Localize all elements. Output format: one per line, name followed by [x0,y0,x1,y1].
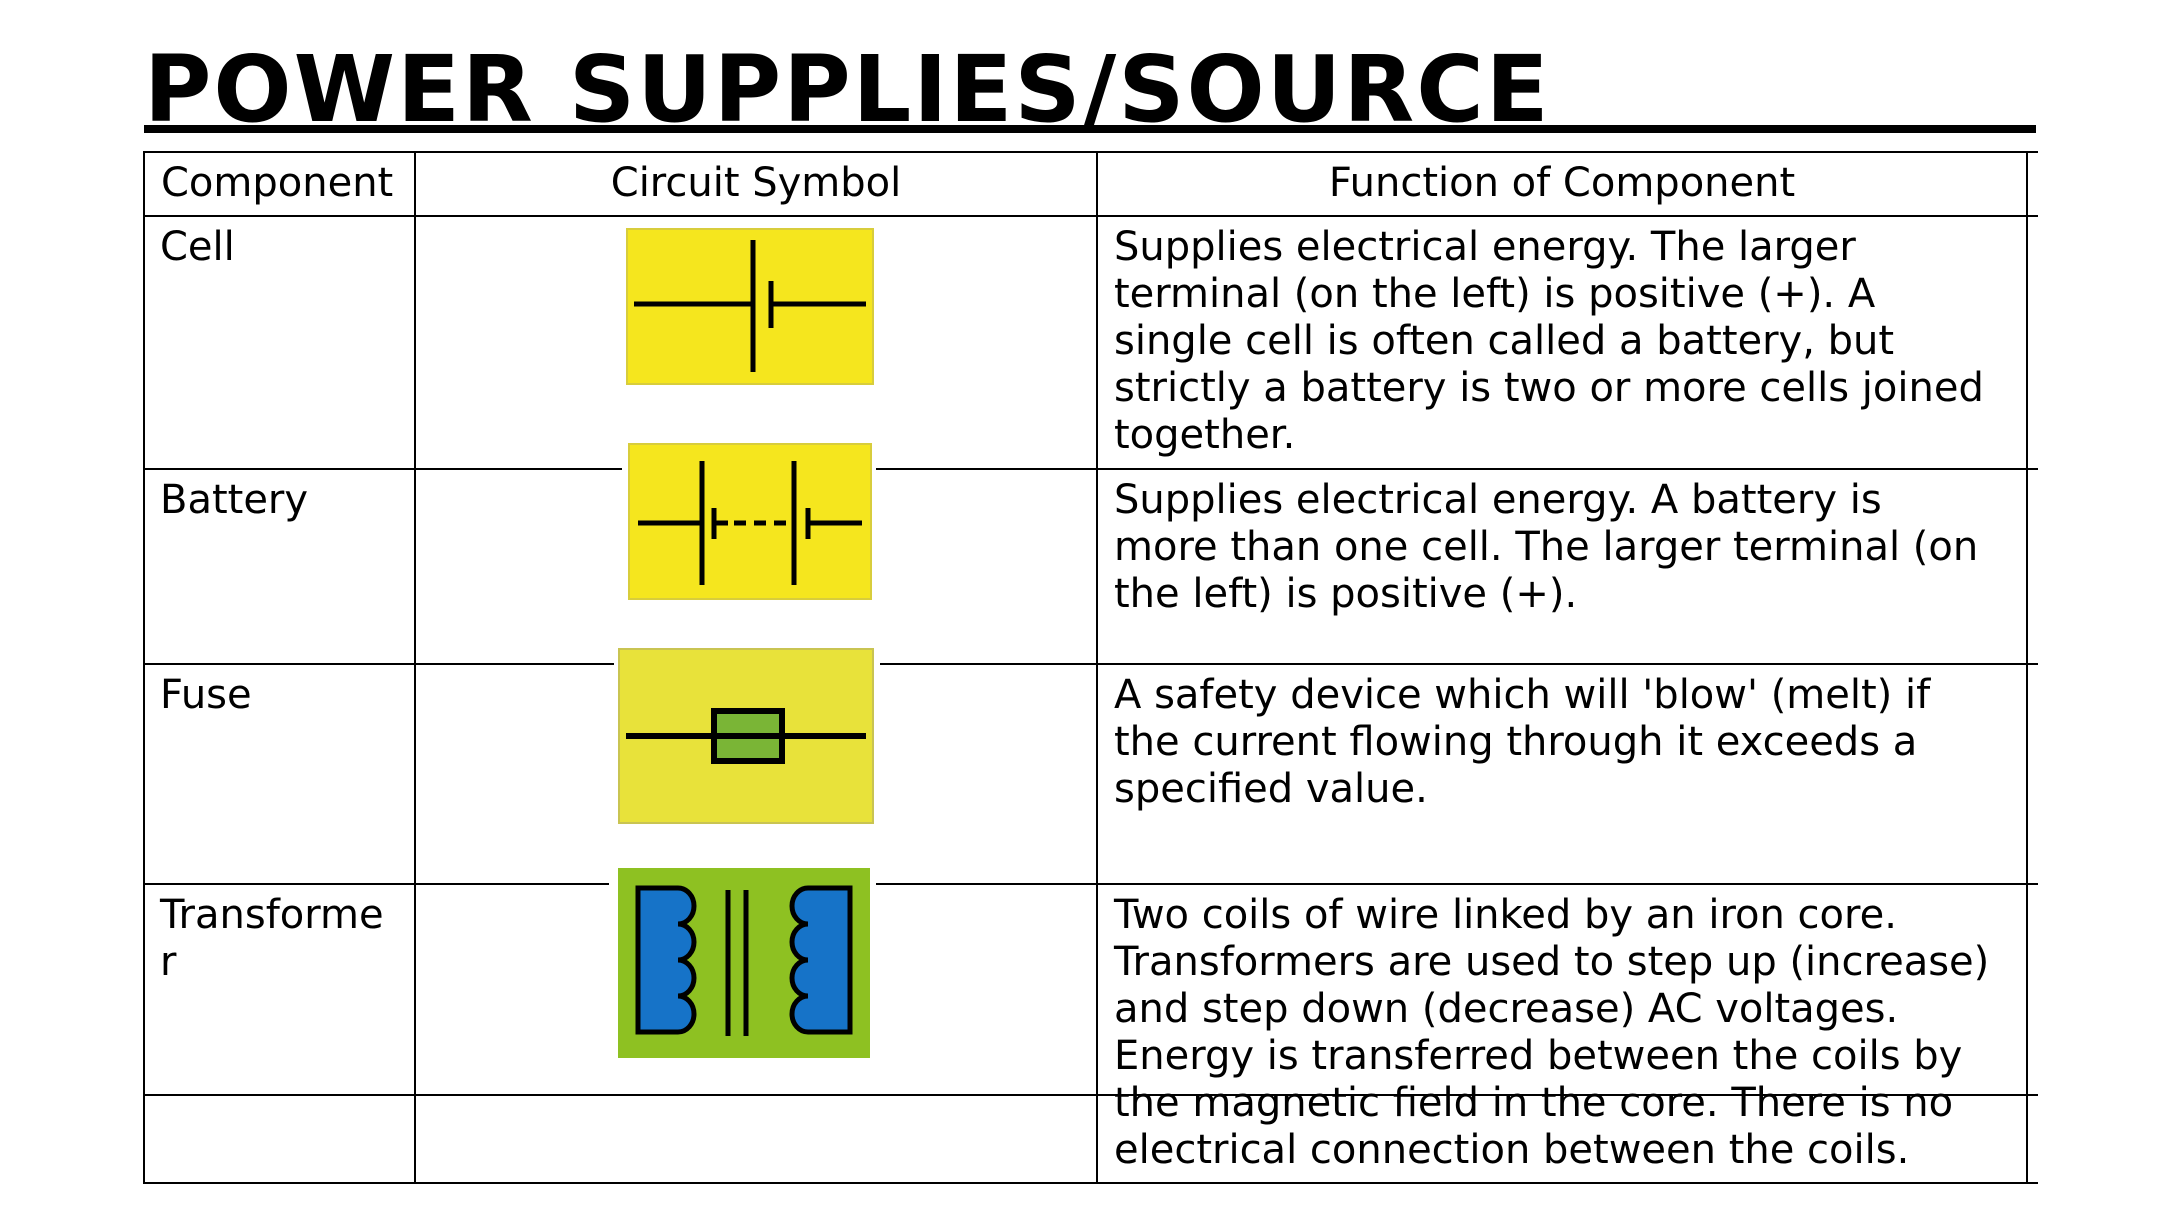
component-name: Cell [160,224,235,270]
table-border-row2 [880,663,2038,665]
function-text: Supplies electrical energy. The larger t… [1114,224,1984,458]
component-name: Fuse [160,672,252,718]
page-title: POWER SUPPLIES/SOURCE [144,36,1551,143]
battery-symbol-icon [628,443,872,600]
function-text: Two coils of wire linked by an iron core… [1114,892,1990,1173]
function-text: Supplies electrical energy. A battery is… [1114,477,1979,617]
table-border-row1 [876,468,2038,470]
table-border-left [143,151,145,1184]
component-name: r [160,939,177,985]
table-border-row3 [876,883,2038,885]
table-border-top [144,151,2038,153]
transformer-symbol-icon [618,868,870,1058]
table-border-row4 [144,1094,2038,1096]
fuse-symbol-icon [618,648,874,824]
component-name: Transforme [160,892,384,938]
table-border-row3 [144,883,609,885]
component-name: Battery [160,477,309,523]
table-divider-1 [414,151,416,1184]
table-border-row1 [144,468,622,470]
header-component: Component [161,160,394,206]
header-circuit-symbol: Circuit Symbol [610,160,902,206]
table-row: Transforme r [160,892,384,986]
header-function: Function of Component [1328,160,1796,206]
function-text: A safety device which will 'blow' (melt)… [1114,672,1931,812]
table-border-right [2026,151,2028,1184]
table-border-header [144,215,2038,217]
table-row: Cell [160,224,235,271]
table-divider-2 [1096,151,1098,1184]
table-row: Fuse [160,672,252,719]
title-underline [144,125,2036,133]
cell-symbol-icon [626,228,874,385]
table-row: Battery [160,477,308,524]
table-border-row2 [144,663,614,665]
table-border-bottom [144,1182,2038,1184]
